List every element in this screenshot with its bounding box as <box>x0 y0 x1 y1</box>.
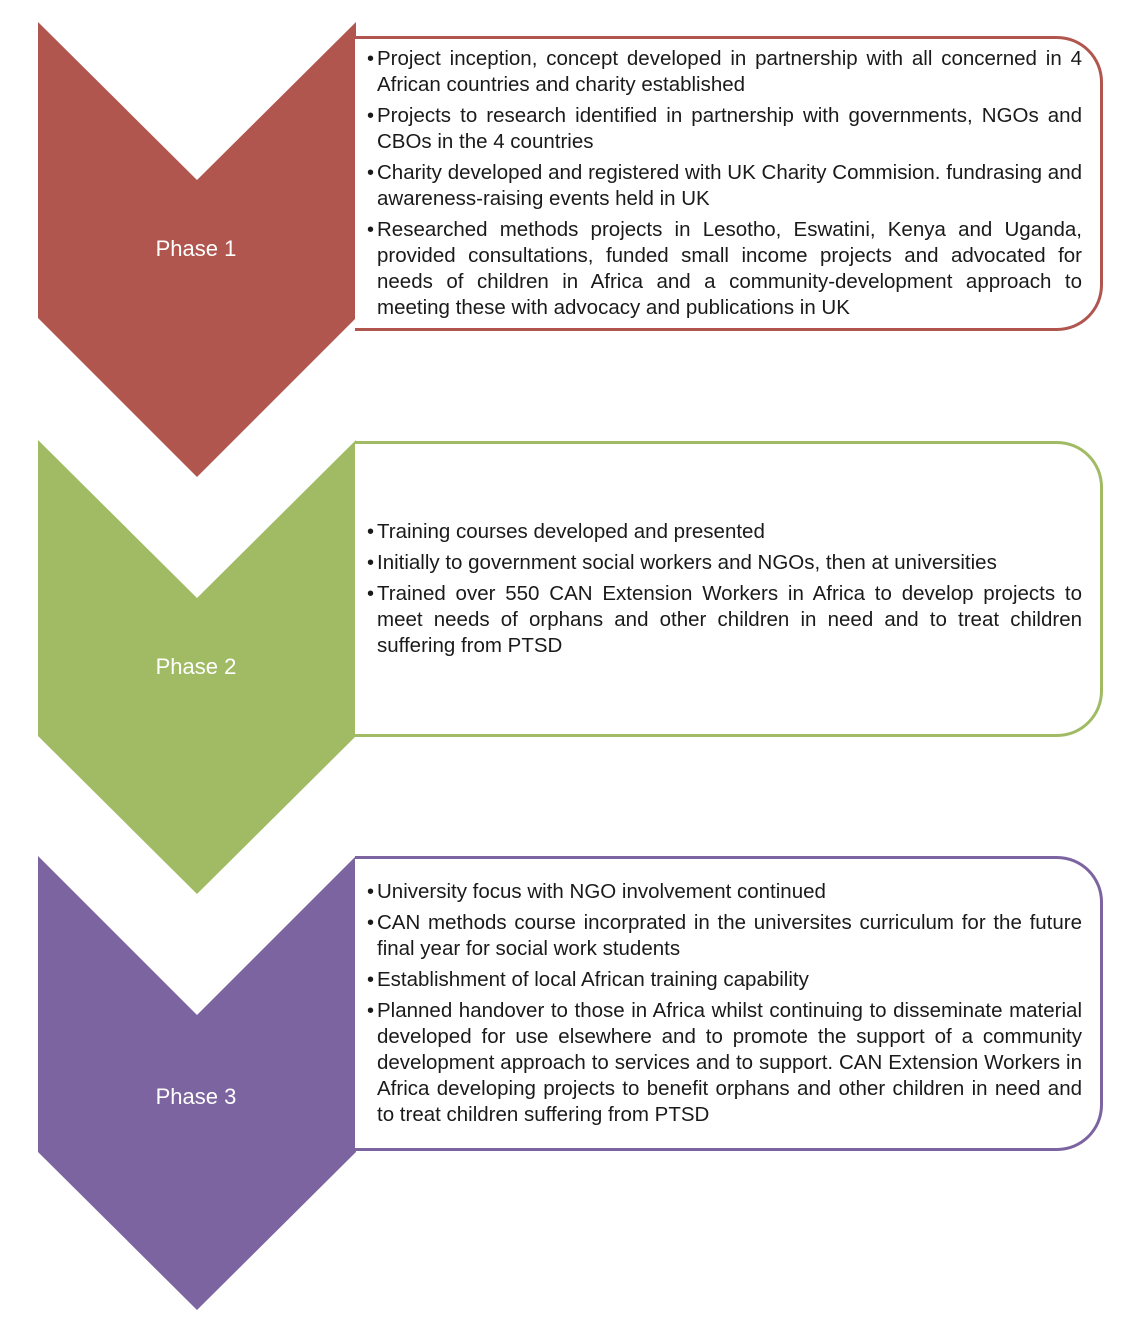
phase-3-box: • University focus with NGO involvement … <box>355 856 1103 1151</box>
bullet-text: Planned handover to those in Africa whil… <box>377 999 1082 1126</box>
phase-2-bullet: • Initially to government social workers… <box>367 550 1082 576</box>
bullet-text: Project inception, concept developed in … <box>377 47 1082 96</box>
bullet-icon: • <box>367 521 375 543</box>
bullet-icon: • <box>367 105 375 127</box>
bullet-text: Establishment of local African training … <box>377 968 809 991</box>
phase-1-bullet: • Project inception, concept developed i… <box>367 46 1082 98</box>
bullet-text: University focus with NGO involvement co… <box>377 880 826 903</box>
phase-2-label: Phase 2 <box>155 654 237 679</box>
bullet-icon: • <box>367 162 375 184</box>
phase-3-bullet-list: • University focus with NGO involvement … <box>367 879 1082 1128</box>
bullet-icon: • <box>367 969 375 991</box>
phase-2-chevron <box>38 440 356 894</box>
bullet-icon: • <box>367 912 375 934</box>
phase-3-label: Phase 3 <box>155 1084 237 1109</box>
bullet-text: Projects to research identified in partn… <box>377 104 1082 153</box>
phase-3-bullet: • Establishment of local African trainin… <box>367 967 1082 993</box>
phase-3-bullet: • Planned handover to those in Africa wh… <box>367 998 1082 1128</box>
phase-2-bullet-list: • Training courses developed and present… <box>367 519 1082 659</box>
phase-2-box: • Training courses developed and present… <box>355 441 1103 737</box>
phase-1-bullet: • Charity developed and registered with … <box>367 160 1082 212</box>
bullet-text: Trained over 550 CAN Extension Workers i… <box>377 582 1082 657</box>
phase-1-bullet-list: • Project inception, concept developed i… <box>367 46 1082 321</box>
bullet-text: Initially to government social workers a… <box>377 551 997 574</box>
bullet-text: Researched methods projects in Lesotho, … <box>377 218 1082 319</box>
phase-3-bullet: • CAN methods course incorprated in the … <box>367 910 1082 962</box>
phase-3-bullet: • University focus with NGO involvement … <box>367 879 1082 905</box>
phase-1-chevron <box>38 22 356 477</box>
bullet-icon: • <box>367 219 375 241</box>
phase-2-bullet: • Training courses developed and present… <box>367 519 1082 545</box>
phase-1-box: • Project inception, concept developed i… <box>355 36 1103 331</box>
bullet-icon: • <box>367 881 375 903</box>
bullet-icon: • <box>367 552 375 574</box>
bullet-text: Charity developed and registered with UK… <box>377 161 1082 210</box>
phase-3-chevron <box>38 856 356 1310</box>
bullet-text: CAN methods course incorprated in the un… <box>377 911 1082 960</box>
phase-1-bullet: • Researched methods projects in Lesotho… <box>367 217 1082 321</box>
phase-2-bullet: • Trained over 550 CAN Extension Workers… <box>367 581 1082 659</box>
phase-1-bullet: • Projects to research identified in par… <box>367 103 1082 155</box>
bullet-icon: • <box>367 48 375 70</box>
phase-1-label: Phase 1 <box>155 236 237 261</box>
bullet-icon: • <box>367 1000 375 1022</box>
bullet-text: Training courses developed and presented <box>377 520 765 543</box>
bullet-icon: • <box>367 583 375 605</box>
